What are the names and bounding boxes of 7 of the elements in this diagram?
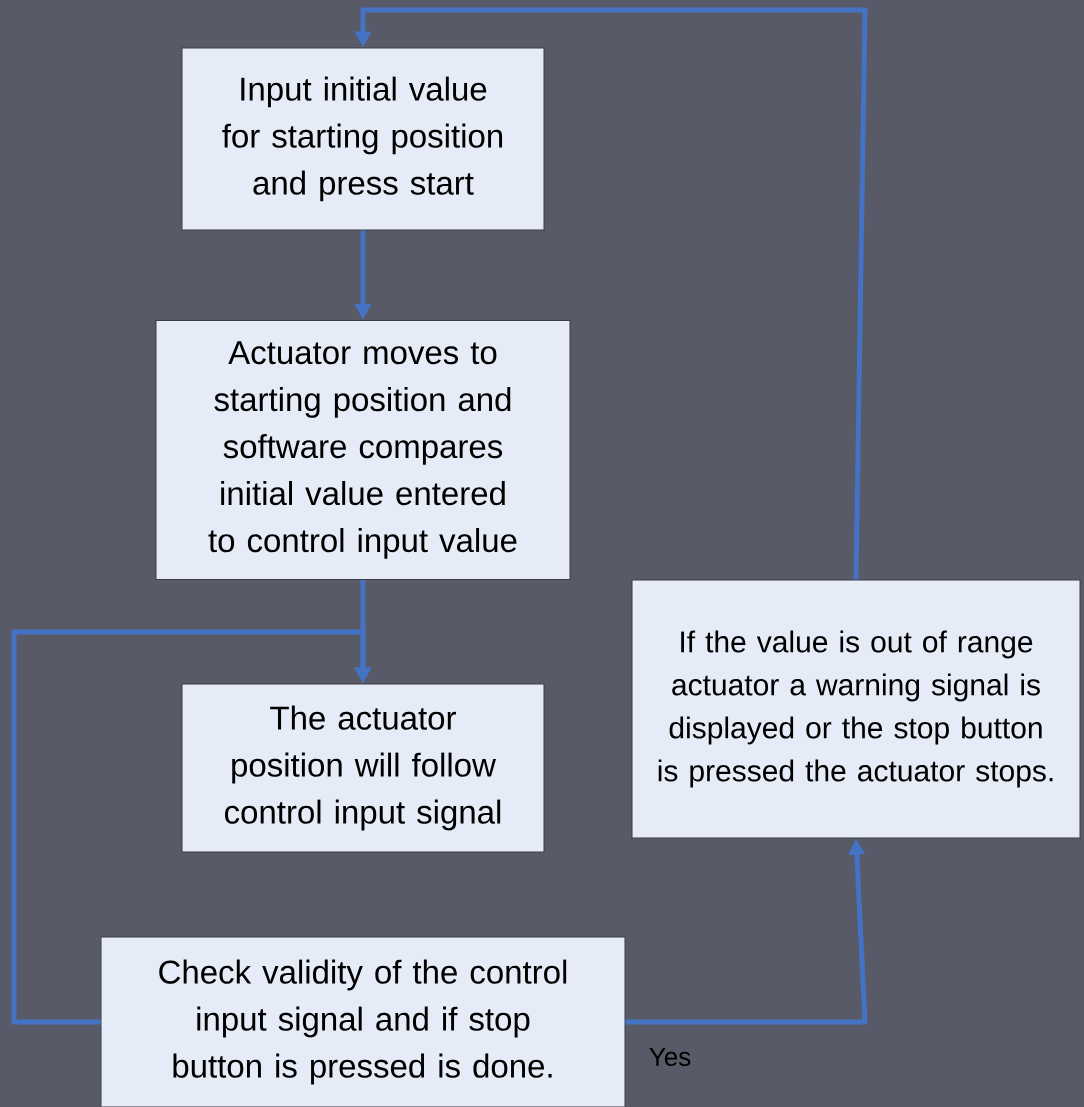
process-box: Check validity of the control input signal and if stop button is pressed is done. <box>100 936 626 1107</box>
process-box: If the value is out of range actuator a warning signal is displayed or the stop button is pressed the actuator stops. <box>631 579 1081 839</box>
arrow <box>11 629 372 1025</box>
process-box: The actuator position will follow control input signal <box>181 683 545 853</box>
process-box: Input initial value for starting position and press start <box>181 47 545 231</box>
edge-label: Yes <box>649 1047 691 1067</box>
process-box: Actuator moves to starting position and software compares initial value entered to control input value <box>155 320 571 580</box>
